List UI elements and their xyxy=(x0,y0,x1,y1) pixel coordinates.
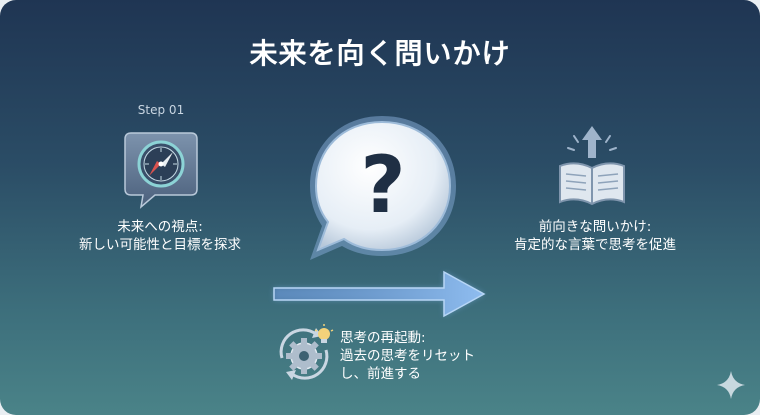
bottom-caption-line3: し、前進する xyxy=(340,366,421,382)
left-caption-line1: 未来への視点: xyxy=(117,219,203,235)
question-bubble-icon: ? xyxy=(300,108,460,268)
book-arrow-icon xyxy=(554,122,630,210)
left-caption-line2: 新しい可能性と目標を探求 xyxy=(79,237,241,253)
arrow-right-icon xyxy=(266,264,490,320)
gear-reset-icon xyxy=(272,320,338,386)
right-caption-line2: 肯定的な言葉で思考を促進 xyxy=(514,237,676,253)
svg-text:?: ? xyxy=(360,141,405,231)
right-caption-line1: 前向きな問いかけ: xyxy=(538,219,652,235)
left-caption: 未来への視点: 新しい可能性と目標を探求 xyxy=(60,218,260,254)
sparkle-icon xyxy=(714,368,748,402)
bottom-caption: 思考の再起動: 過去の思考をリセット し、前進する xyxy=(340,329,530,383)
page-title: 未来を向く問いかけ xyxy=(249,37,511,70)
step-label: Step 01 xyxy=(137,103,185,117)
bottom-caption-line1: 思考の再起動: xyxy=(340,330,426,346)
right-caption: 前向きな問いかけ: 肯定的な言葉で思考を促進 xyxy=(490,218,700,254)
bottom-caption-line2: 過去の思考をリセット xyxy=(340,348,475,364)
compass-icon xyxy=(121,129,201,213)
